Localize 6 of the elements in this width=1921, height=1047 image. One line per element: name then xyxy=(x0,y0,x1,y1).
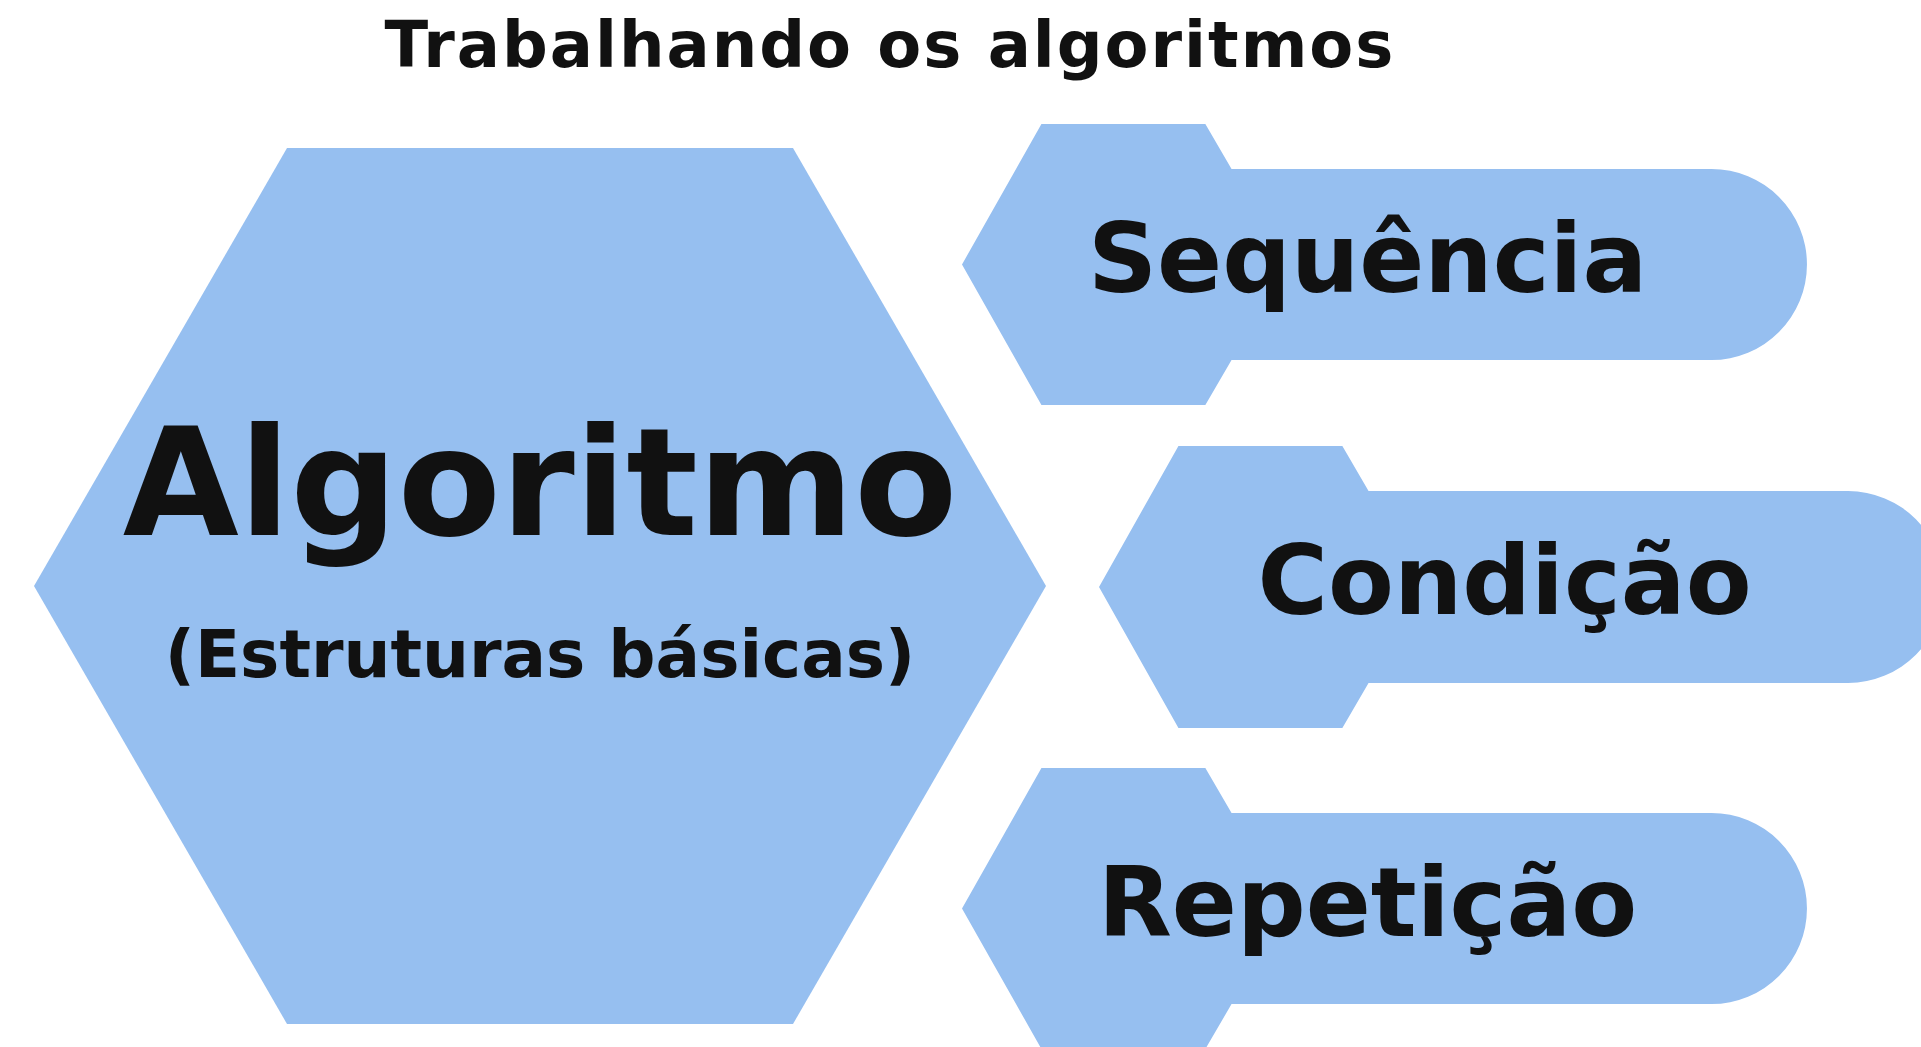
label-text: Repetição xyxy=(1096,846,1639,959)
diagram-title: Trabalhando os algoritmos xyxy=(383,8,1397,82)
label-text: Sequência xyxy=(1086,202,1649,315)
heading-text: Algoritmo xyxy=(121,396,959,570)
subheading-text: (Estruturas básicas) xyxy=(163,616,917,693)
label-text: Condição xyxy=(1256,525,1753,637)
